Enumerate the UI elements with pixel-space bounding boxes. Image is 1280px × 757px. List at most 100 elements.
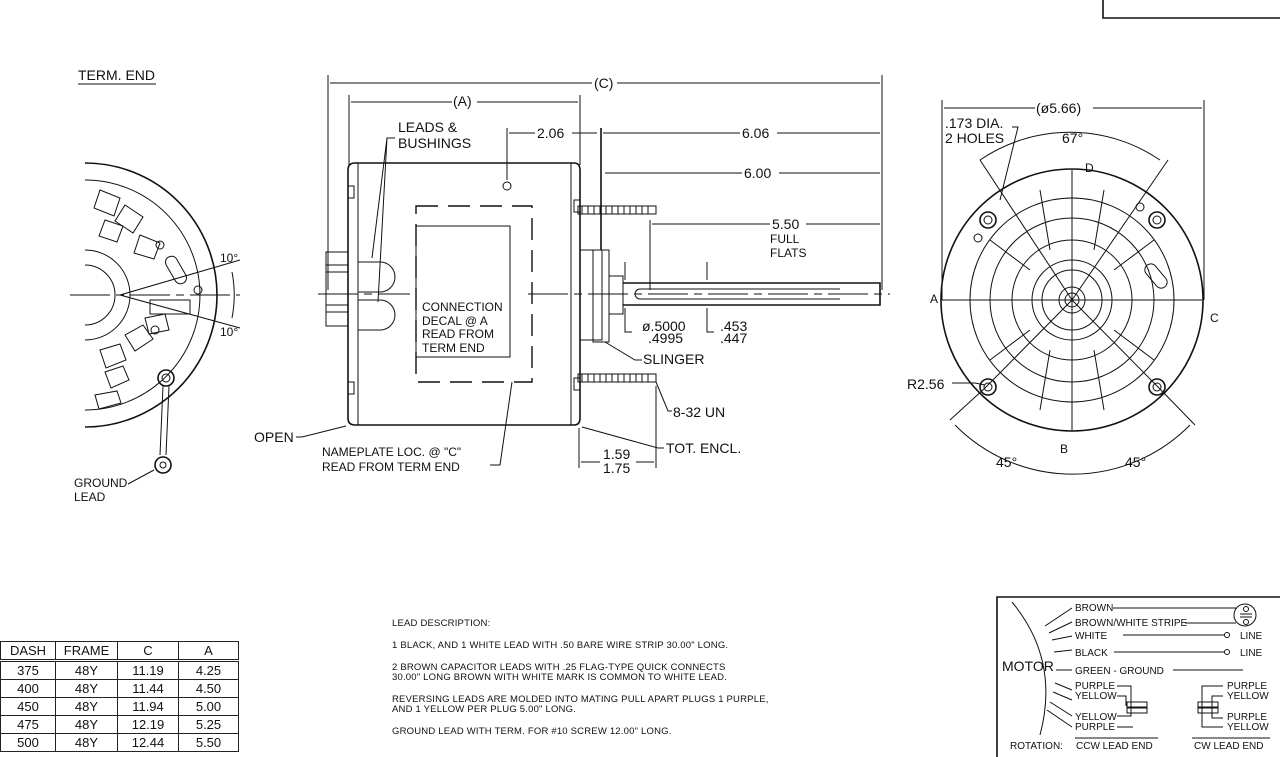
cell: 375 <box>0 660 56 680</box>
cw-lead-1: PURPLE <box>1227 681 1267 692</box>
shaft-dia-1: ø.5000 <box>642 318 686 334</box>
angle-10-bottom: 10° <box>220 325 238 339</box>
motor-label: MOTOR <box>1002 658 1054 674</box>
cell: 48Y <box>55 715 118 734</box>
dim-a: (A) <box>453 93 472 109</box>
motor-body <box>347 162 581 426</box>
shaft <box>623 282 881 306</box>
wiring-diagram: MOTOR BROWN BROWN/WHITE STRIPE WHITE BLA… <box>996 596 1280 757</box>
angle-67: 67° <box>1062 130 1083 146</box>
ground-lead-label-2: LEAD <box>74 490 106 504</box>
stud-dim-1: 1.59 <box>603 446 630 462</box>
dim-c: (C) <box>594 75 613 91</box>
angle-45-left: 45° <box>996 454 1017 470</box>
lead-description-item: 1 BLACK, AND 1 WHITE LEAD WITH .50 BARE … <box>392 640 729 651</box>
ground-terminal <box>154 456 172 474</box>
header-dash: DASH <box>0 641 56 662</box>
lead-white: WHITE <box>1075 631 1108 642</box>
title-block-frame <box>1102 0 1280 19</box>
dim-5-50: 5.50 <box>772 216 799 232</box>
side-view: (C) (A) LEADS & BUSHINGS 2.06 6.06 6.00 … <box>254 75 890 476</box>
holes-label-1: .173 DIA. <box>945 115 1003 131</box>
cell: 48Y <box>55 697 118 716</box>
ground-lead-label-1: GROUND <box>74 476 128 490</box>
ccw-lead-4: PURPLE <box>1075 722 1115 733</box>
radius-label: R2.56 <box>907 376 945 392</box>
end-bell <box>940 168 1204 432</box>
stud-bottom <box>577 373 657 383</box>
rotation-label: ROTATION: <box>1010 741 1063 752</box>
ccw-lead-2: YELLOW <box>1075 691 1117 702</box>
cell: 11.19 <box>117 660 179 680</box>
cw-lead-2: YELLOW <box>1227 691 1269 702</box>
holes-label-2: 2 HOLES <box>945 130 1004 146</box>
cell: 5.00 <box>178 697 239 716</box>
slinger-label: SLINGER <box>643 351 704 367</box>
line-2: LINE <box>1240 648 1263 659</box>
shaft-dia-2: .4995 <box>648 330 683 346</box>
nameplate-label-2: READ FROM TERM END <box>322 460 460 474</box>
header-frame: FRAME <box>55 641 118 662</box>
cw-lead-3: PURPLE <box>1227 712 1267 723</box>
ground-screw <box>157 369 175 387</box>
cell: 450 <box>0 697 56 716</box>
lead-description-title: LEAD DESCRIPTION: <box>392 618 491 629</box>
cell: 500 <box>0 733 56 752</box>
lead-brown-white: BROWN/WHITE STRIPE <box>1075 618 1188 629</box>
tot-encl-label: TOT. ENCL. <box>666 440 741 456</box>
connection-decal-1: CONNECTION <box>422 300 503 314</box>
connection-decal <box>415 225 511 358</box>
cell: 4.50 <box>178 679 239 698</box>
label-c: C <box>1210 311 1219 325</box>
cell: 48Y <box>55 660 118 680</box>
header-a: A <box>178 641 239 662</box>
connection-decal-3: READ FROM <box>422 327 494 341</box>
cell: 5.50 <box>178 733 239 752</box>
lead-description-item: 2 BROWN CAPACITOR LEADS WITH .25 FLAG-TY… <box>392 662 728 683</box>
lead-description: LEAD DESCRIPTION: 1 BLACK, AND 1 WHITE L… <box>392 619 769 749</box>
cw-lead-end: CW LEAD END <box>1194 741 1263 752</box>
cw-lead-4: YELLOW <box>1227 722 1269 733</box>
dim-2-06: 2.06 <box>537 125 564 141</box>
cell: 4.25 <box>178 660 239 680</box>
stud-dim-2: 1.75 <box>603 460 630 476</box>
ccw-lead-3: YELLOW <box>1075 712 1117 723</box>
full-flats-label-1: FULL <box>770 232 800 246</box>
nameplate-location <box>415 205 533 383</box>
cell: 400 <box>0 679 56 698</box>
shaft-end-view: (ø5.66) .173 DIA. 2 HOLES 67° <box>907 100 1219 475</box>
cell: 12.44 <box>117 733 179 752</box>
angle-45-right: 45° <box>1125 454 1146 470</box>
line-1: LINE <box>1240 631 1263 642</box>
open-label: OPEN <box>254 429 294 445</box>
connection-decal-2: DECAL @ A <box>422 314 488 328</box>
flat-dim-1: .453 <box>720 318 747 334</box>
lead-green-ground: GREEN - GROUND <box>1075 666 1164 677</box>
lead-black: BLACK <box>1075 648 1108 659</box>
lead-description-item: REVERSING LEADS ARE MOLDED INTO MATING P… <box>392 694 769 715</box>
dim-6-00: 6.00 <box>744 165 771 181</box>
angle-10-top: 10° <box>220 251 238 265</box>
leads-bushings-label-2: BUSHINGS <box>398 135 471 151</box>
cell: 5.25 <box>178 715 239 734</box>
term-end-title: TERM. END <box>78 67 155 83</box>
mounting-holes <box>973 202 1168 396</box>
connection-decal-4: TERM END <box>422 341 485 355</box>
ccw-lead-1: PURPLE <box>1075 681 1115 692</box>
flat-dim-2: .447 <box>720 330 747 346</box>
ventilation-ribs <box>942 170 1202 430</box>
ccw-lead-end: CCW LEAD END <box>1076 741 1153 752</box>
stud-top <box>577 205 657 215</box>
table-header-row: DASH FRAME C A <box>0 641 239 662</box>
end-diameter: (ø5.66) <box>1036 100 1081 116</box>
dim-6-06: 6.06 <box>742 125 769 141</box>
cell: 11.44 <box>117 679 179 698</box>
label-b: B <box>1060 442 1068 456</box>
cell: 475 <box>0 715 56 734</box>
lead-brown: BROWN <box>1075 603 1113 614</box>
full-flats-label-2: FLATS <box>770 246 806 260</box>
